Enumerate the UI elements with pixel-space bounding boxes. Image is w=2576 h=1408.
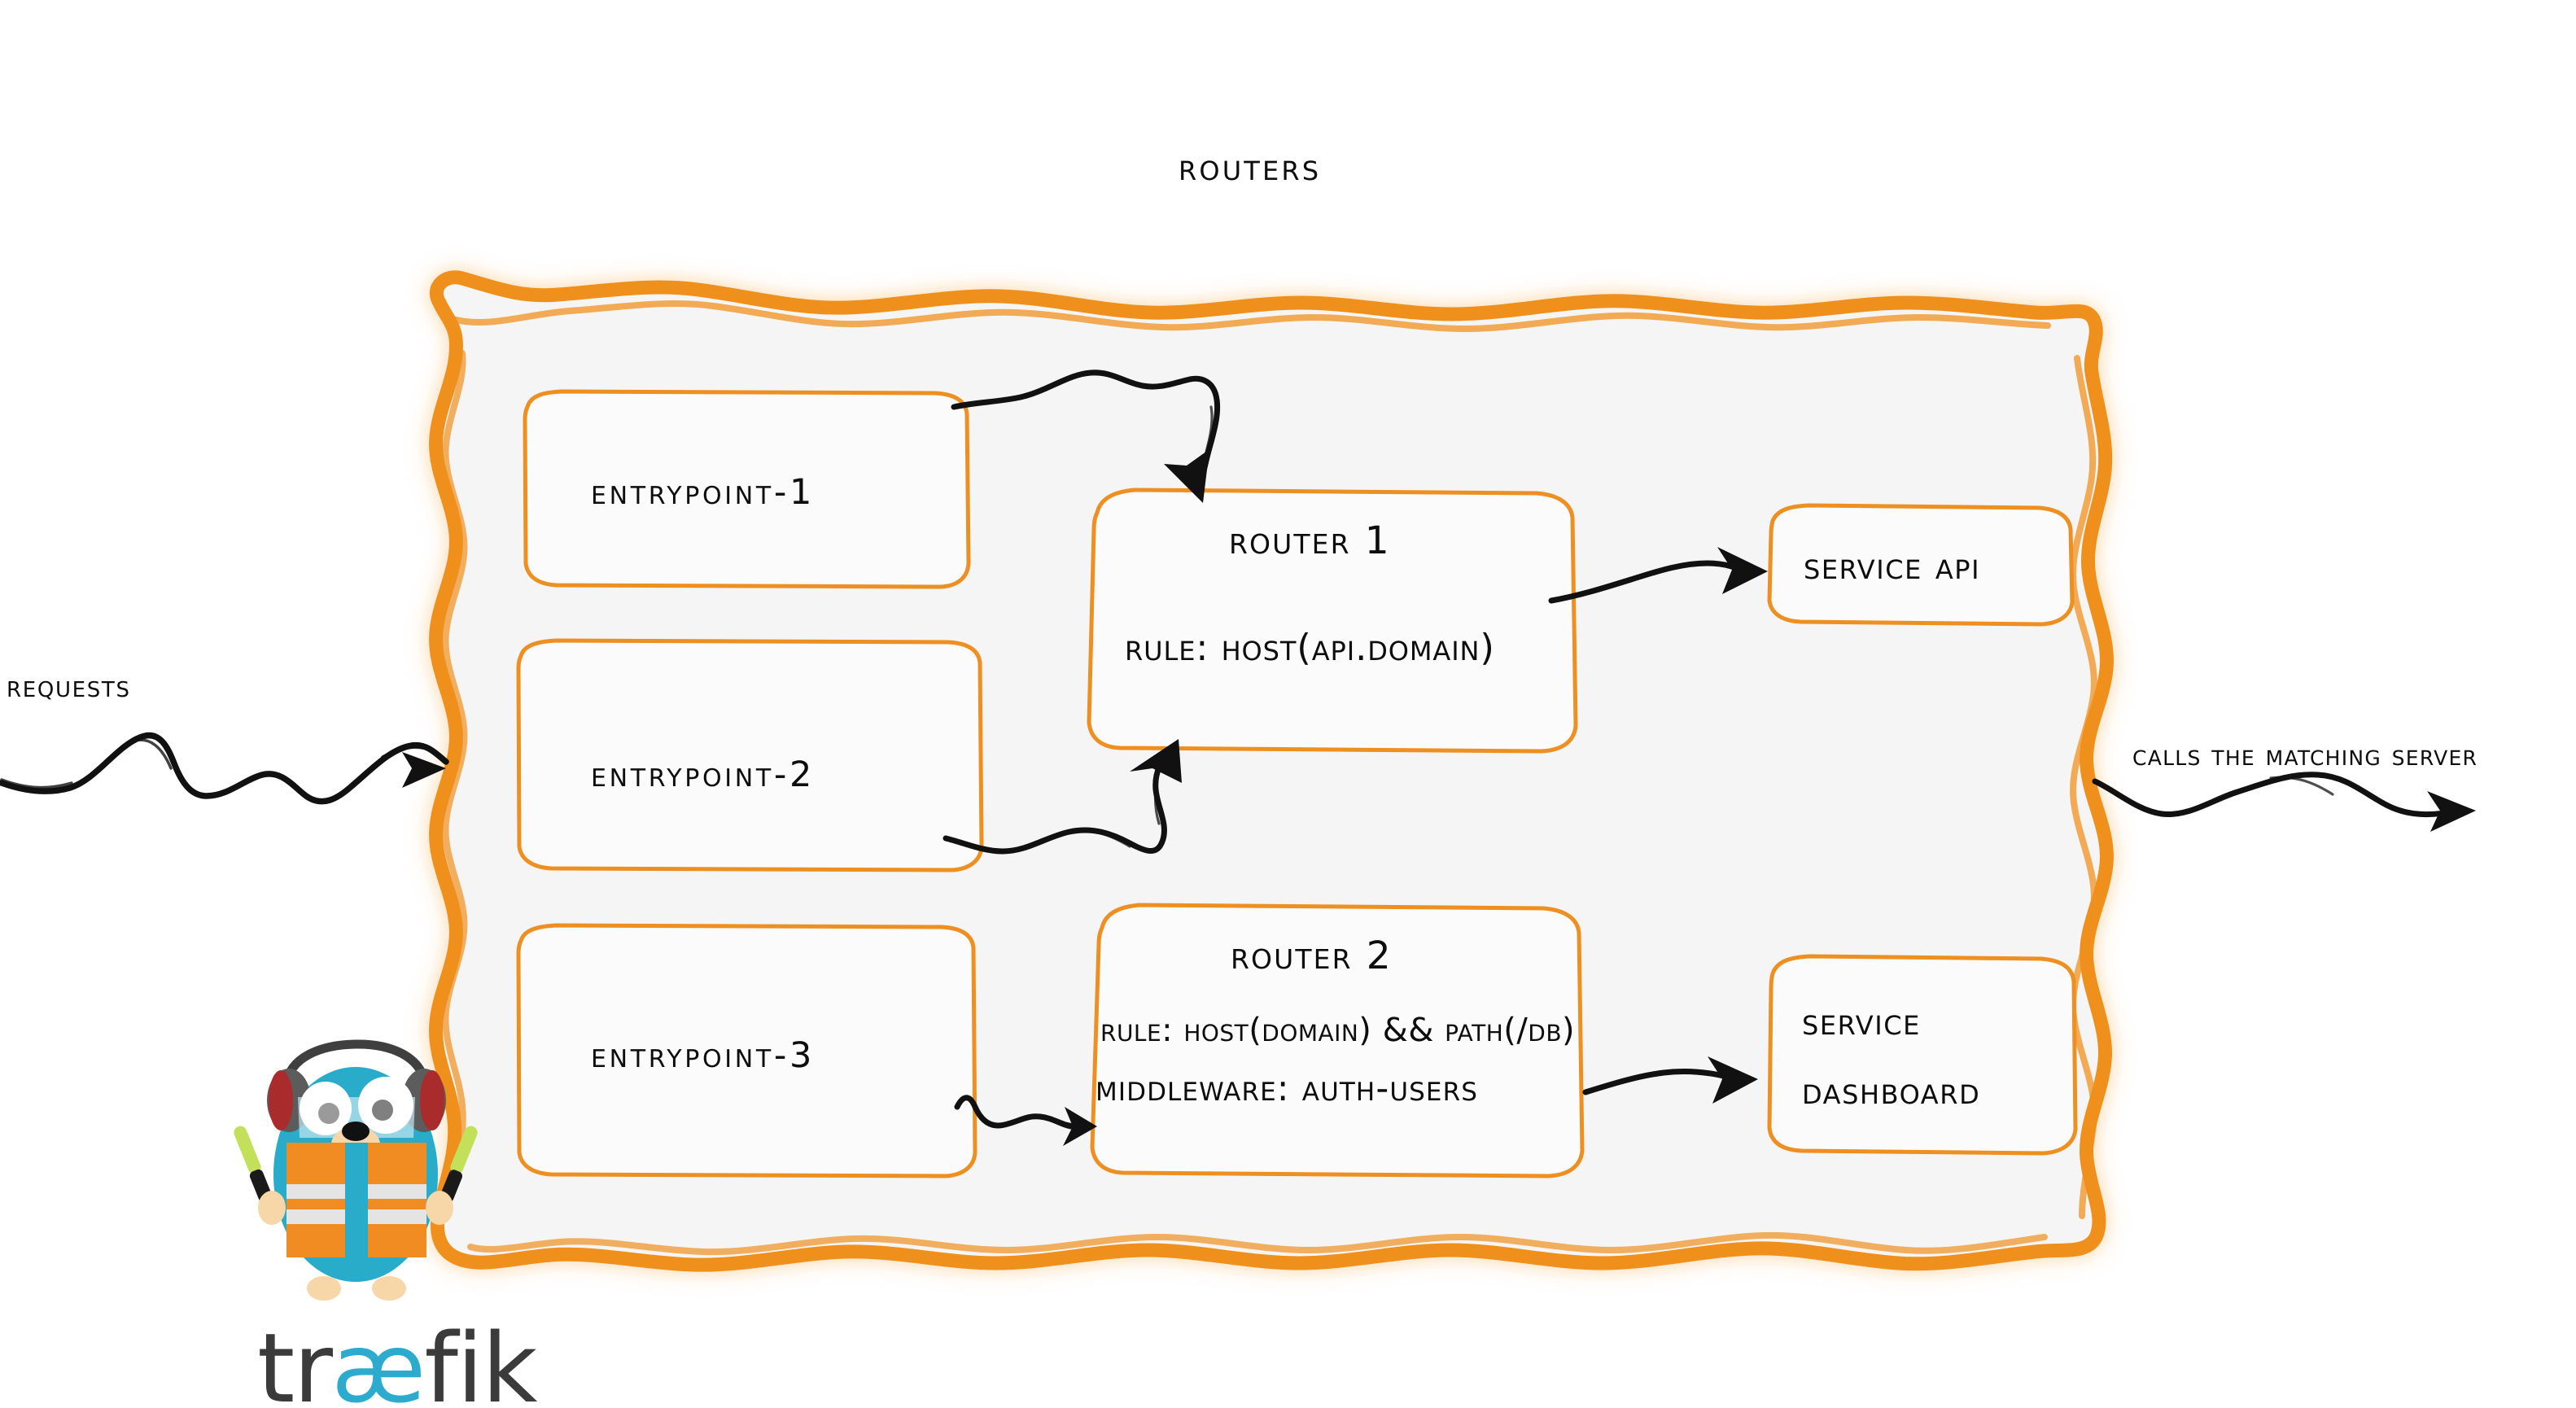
- entrypoint-2-box[interactable]: [516, 638, 984, 872]
- entrypoint-2-label: entrypoint-2: [591, 754, 816, 795]
- service-dashboard-label-line2: Dashboard: [1802, 1069, 1981, 1113]
- router-2-middleware: Middleware: auth-users: [1096, 1068, 1478, 1109]
- arrow-entrypoint1-to-router1: [951, 369, 1221, 503]
- entrypoint-3-label: entrypoint-3: [591, 1035, 816, 1076]
- service-api-label: Service API: [1804, 544, 1981, 588]
- entrypoint-1-box[interactable]: [523, 389, 971, 589]
- arrow-requests-in: [0, 732, 449, 805]
- router-1-title: Router 1: [1229, 518, 1391, 563]
- arrow-calls-matching-server: [2092, 772, 2476, 832]
- router-2-box[interactable]: [1090, 903, 1585, 1178]
- arrow-entrypoint3-to-router2: [954, 1095, 1097, 1146]
- diagram-title: Routers: [1179, 146, 1322, 189]
- service-api-box[interactable]: [1767, 503, 2075, 627]
- arrow-router2-to-servicedashboard: [1582, 1056, 1758, 1104]
- outgoing-flow-label: Calls the matching server: [2132, 739, 2478, 772]
- router-1-box[interactable]: [1087, 488, 1578, 754]
- service-dashboard-box[interactable]: [1767, 954, 2078, 1156]
- traefik-gopher-mascot: [234, 1039, 478, 1301]
- incoming-flow-label: Requests: [7, 669, 131, 704]
- arrow-router1-to-serviceapi: [1548, 547, 1768, 604]
- router-2-rule: rule: Host(domain) && Path(/db): [1100, 1012, 1576, 1049]
- traefik-wordmark: træfik: [257, 1320, 537, 1408]
- wordmark-part-2: fik: [424, 1312, 537, 1408]
- service-dashboard-label-line1: Service: [1802, 1000, 1921, 1043]
- arrow-entrypoint2-to-router1: [942, 739, 1182, 855]
- entrypoint-1-label: entrypoint-1: [591, 472, 816, 513]
- router-1-rule: rule: Host(api.domain): [1125, 626, 1495, 669]
- entrypoint-3-box[interactable]: [516, 923, 977, 1178]
- wordmark-part-1: tr: [257, 1312, 333, 1408]
- wordmark-ae-ligature: æ: [331, 1312, 426, 1408]
- router-2-title: Router 2: [1231, 934, 1393, 978]
